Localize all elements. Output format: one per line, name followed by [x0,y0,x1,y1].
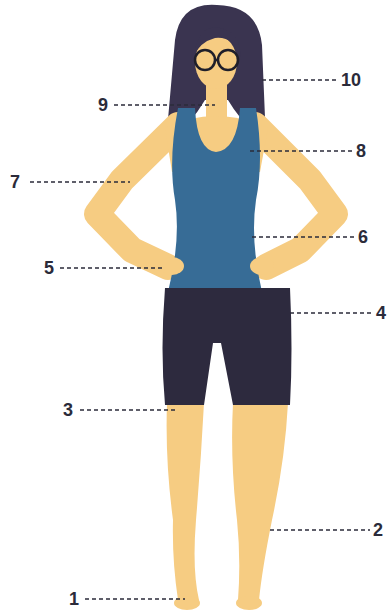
callout-number: 1 [69,589,79,609]
callout-number: 9 [98,95,108,115]
callout-number: 3 [63,400,73,420]
glasses [195,50,215,70]
callout-number: 8 [356,141,366,161]
leader-line [290,312,372,314]
callout-number: 7 [10,172,20,192]
right-arm [255,125,335,267]
foot [236,596,262,610]
glasses [218,50,238,70]
callout-number: 5 [44,258,54,278]
callout-number: 4 [376,303,386,323]
leader-line [252,236,354,238]
leader-line [60,267,165,269]
leader-line [85,598,185,600]
hand [250,257,274,275]
glasses-bridge [215,59,218,62]
right-leg [232,403,288,600]
leader-line [262,79,338,81]
shorts [163,288,292,405]
leader-line [80,409,178,411]
leader-line [30,181,130,183]
hand [160,257,184,275]
callout-number: 10 [341,70,361,90]
callout-number: 2 [373,520,383,540]
callout-number: 6 [358,227,368,247]
leader-line [114,104,215,106]
left-leg [167,403,204,600]
leader-line [270,529,370,531]
foot [174,596,200,610]
leader-line [250,150,352,152]
bangs [194,28,240,58]
left-arm [97,125,178,267]
